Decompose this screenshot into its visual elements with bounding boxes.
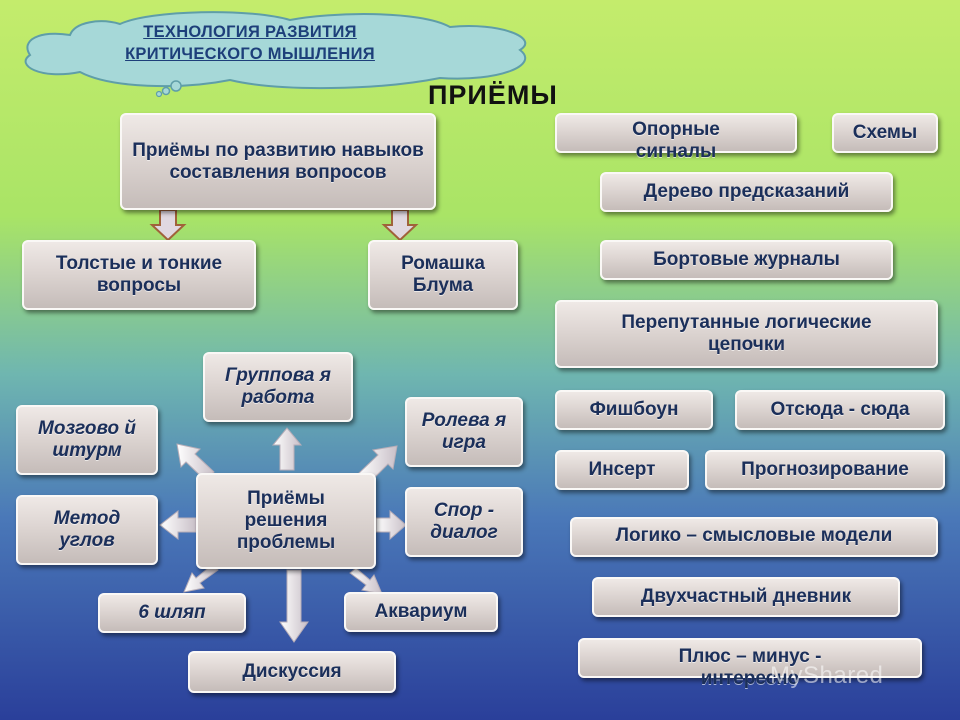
support-signals-box: Опорные сигналы [555,113,797,162]
discussion-label: Дискуссия [242,661,342,683]
cloud-body [24,11,527,90]
logic-chains-label: Перепутанные логические цепочки [621,312,872,355]
forecast-box: Прогнозирование [705,450,945,490]
arrow-down-right [381,209,419,242]
here-there-box: Отсюда - сюда [735,390,945,430]
role-play-label: Ролева я игра [421,410,507,453]
arrow-up [271,427,303,471]
cloud-bubble-2 [161,86,171,96]
arrow-down-left [149,209,187,242]
cloud-title-line2: КРИТИЧЕСКОГО МЫШЛЕНИЯ [125,45,375,64]
plus-minus-label: Плюс – минус - интересно [678,646,822,689]
arrow-down [279,569,309,643]
prediction-tree-label: Дерево предсказаний [643,181,850,203]
logs-label: Бортовые журналы [653,249,840,271]
here-there-label: Отсюда - сюда [770,399,910,421]
page-heading: ПРИЁМЫ [428,80,558,110]
six-hats-label: 6 шляп [138,602,206,624]
two-part-diary-box: Двухчастный дневник [592,577,900,617]
problem-solving-center-box: Приёмы решения проблемы [196,473,376,569]
logic-models-box: Логико – смысловые модели [570,517,938,557]
cloud-bubble-1 [170,80,182,92]
watermark-logo: MyShared [770,662,884,689]
questions-main-box: Приёмы по развитию навыков составления в… [120,113,436,210]
schemes-label: Схемы [852,122,918,144]
dispute-dialog-box: Спор - диалог [405,487,523,557]
questions-main-label: Приёмы по развитию навыков составления в… [132,139,424,183]
insert-label: Инсерт [588,459,656,481]
arrow-up-left [176,443,215,481]
cloud-title: ТЕХНОЛОГИЯ РАЗВИТИЯ КРИТИЧЕСКОГО МЫШЛЕНИ… [80,21,420,66]
problem-solving-center-label: Приёмы решения проблемы [236,488,336,553]
arrow-right [375,509,407,541]
thick-thin-questions-label: Толстые и тонкие вопросы [55,253,223,296]
insert-box: Инсерт [555,450,689,490]
group-work-label: Группова я работа [225,365,331,408]
bloom-chamomile-box: Ромашка Блума [368,240,518,310]
plus-minus-box: Плюс – минус - интересно [578,638,922,689]
bloom-chamomile-label: Ромашка Блума [401,253,485,296]
brainstorm-box: Мозгово й штурм [16,405,158,475]
two-part-diary-label: Двухчастный дневник [640,586,852,608]
brainstorm-label: Мозгово й штурм [38,418,136,461]
logic-chains-box: Перепутанные логические цепочки [555,300,938,368]
forecast-label: Прогнозирование [741,459,909,481]
logic-models-label: Логико – смысловые модели [615,525,893,546]
arrow-down-left-diag [183,564,219,593]
thick-thin-questions-box: Толстые и тонкие вопросы [22,240,256,310]
logs-box: Бортовые журналы [600,240,893,280]
group-work-box: Группова я работа [203,352,353,422]
aquarium-box: Аквариум [344,592,498,632]
fishbone-label: Фишбоун [589,399,679,421]
cloud-title-line1: ТЕХНОЛОГИЯ РАЗВИТИЯ [143,23,357,41]
support-signals-label: Опорные сигналы [632,119,720,162]
aquarium-label: Аквариум [374,601,468,623]
angles-method-box: Метод углов [16,495,158,565]
arrow-down-right-diag [349,567,383,595]
schemes-box: Схемы [832,113,938,153]
arrow-left [159,509,197,541]
cloud-bubble-3 [155,90,163,98]
angles-method-label: Метод углов [53,508,121,551]
dispute-dialog-label: Спор - диалог [430,500,498,543]
fishbone-box: Фишбоун [555,390,713,430]
prediction-tree-box: Дерево предсказаний [600,172,893,212]
six-hats-box: 6 шляп [98,593,246,633]
role-play-box: Ролева я игра [405,397,523,467]
discussion-box: Дискуссия [188,651,396,693]
